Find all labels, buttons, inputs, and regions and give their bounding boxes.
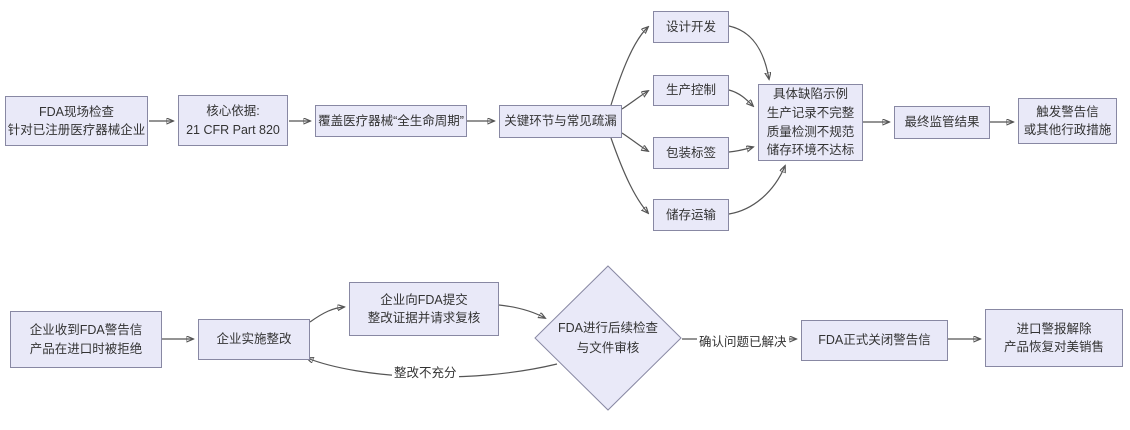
- node-warning-letter-trigger: 触发警告信 或其他行政措施: [1018, 98, 1117, 144]
- edge-storage-defects: [728, 166, 785, 215]
- node-import-alert-removed: 进口警报解除 产品恢复对美销售: [985, 309, 1123, 367]
- node-warning-letter-received: 企业收到FDA警告信 产品在进口时被拒绝: [10, 311, 162, 368]
- edge-submit-review: [498, 304, 545, 318]
- edge-label-remediation-insufficient: 整改不充分: [392, 362, 459, 381]
- node-defect-examples: 具体缺陷示例 生产记录不完整 质量检测不规范 储存环境不达标: [758, 84, 863, 161]
- decision-diamond-shape: [534, 265, 682, 411]
- edge-keylinks-production: [621, 91, 648, 110]
- node-full-lifecycle: 覆盖医疗器械“全生命周期”: [315, 105, 467, 137]
- node-key-links-omissions: 关键环节与常见疏漏: [499, 105, 622, 138]
- edge-keylinks-packaging: [621, 132, 648, 151]
- edge-keylinks-storage: [610, 137, 648, 213]
- node-packaging-labeling: 包装标签: [653, 137, 729, 169]
- node-fda-site-inspection: FDA现场检查 针对已注册医疗器械企业: [5, 96, 148, 146]
- node-company-remediation: 企业实施整改: [198, 319, 310, 360]
- edge-production-defects: [728, 89, 753, 106]
- node-production-control: 生产控制: [653, 75, 729, 106]
- edge-packaging-defects: [728, 147, 753, 152]
- edge-label-problem-resolved: 确认问题已解决: [697, 331, 789, 350]
- node-core-basis-21cfr820: 核心依据: 21 CFR Part 820: [178, 95, 288, 146]
- edge-design-defects: [728, 25, 769, 79]
- node-submit-evidence: 企业向FDA提交 整改证据并请求复核: [349, 282, 499, 336]
- node-close-warning-letter: FDA正式关闭警告信: [801, 320, 948, 361]
- node-fda-followup-review: FDA进行后续检查 与文件审核: [557, 321, 658, 355]
- node-storage-transport: 储存运输: [653, 199, 729, 231]
- node-design-development: 设计开发: [653, 11, 729, 43]
- edge-remediate-submit: [309, 307, 344, 323]
- node-final-regulatory-result: 最终监管结果: [894, 106, 990, 139]
- edge-keylinks-design: [610, 27, 648, 106]
